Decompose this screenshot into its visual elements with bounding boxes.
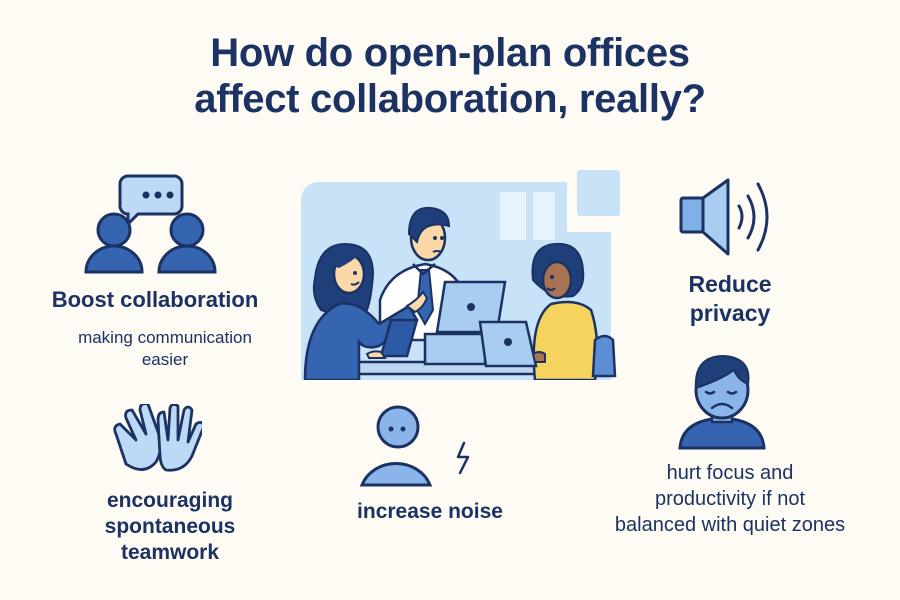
person-lightning-icon [360, 405, 480, 489]
teamwork-line-3: teamwork [120, 541, 220, 564]
boost-sub-line-1: making communication [78, 328, 252, 347]
hurt-focus-label: hurt focus and productivity if not balan… [570, 460, 890, 538]
focus-line-1: hurt focus and [666, 462, 794, 484]
teamwork-line-1: encouraging [106, 489, 233, 512]
boost-sub-line-2: easier [141, 350, 189, 369]
privacy-line-1: Reduce [688, 271, 772, 297]
privacy-line-2: privacy [689, 300, 771, 326]
focus-line-2: productivity if not [654, 488, 806, 510]
focus-line-3: balanced with quiet zones [614, 514, 846, 536]
reduce-privacy-label: Reduce privacy [640, 270, 820, 328]
boost-collaboration-heading: Boost collaboration [51, 287, 259, 312]
title-line-1: How do open-plan offices [210, 31, 690, 75]
increase-noise-label: increase noise [357, 500, 503, 523]
speaker-icon [678, 176, 774, 258]
two-people-chat-icon [80, 168, 230, 280]
boost-collaboration-subtext: making communication easier [40, 327, 290, 371]
office-meeting-illustration [295, 170, 620, 380]
page-title: How do open-plan offices affect collabor… [0, 30, 900, 122]
sad-person-icon [676, 352, 766, 450]
high-five-hands-icon [110, 404, 202, 480]
title-line-2: affect collaboration, really? [194, 77, 706, 121]
teamwork-line-2: spontaneous [104, 515, 236, 538]
teamwork-label: encouraging spontaneous teamwork [60, 488, 280, 566]
